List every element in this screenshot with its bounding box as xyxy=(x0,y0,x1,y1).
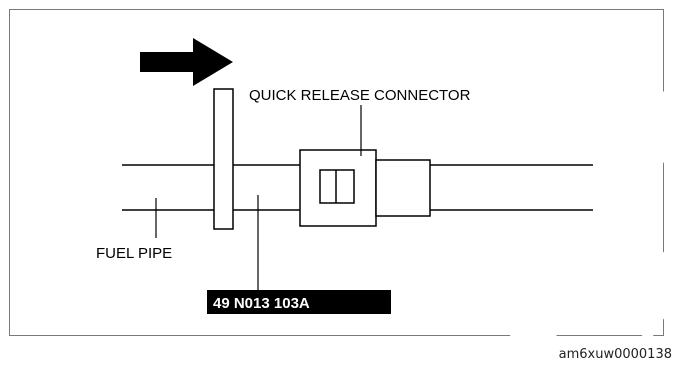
connector-sleeve xyxy=(375,159,431,217)
watermark xyxy=(502,80,678,352)
connector-window xyxy=(319,169,355,204)
part-number-box xyxy=(207,290,391,314)
special-tool-plate xyxy=(213,88,234,230)
fuel-pipe-label: FUEL PIPE xyxy=(96,245,172,262)
arrow-right-icon xyxy=(140,38,233,86)
part-number-text: 49 N013 103A xyxy=(213,295,310,312)
connector-label: QUICK RELEASE CONNECTOR xyxy=(249,87,471,104)
diagram-frame xyxy=(9,9,664,336)
reference-code: am6xuw0000138 xyxy=(558,347,672,362)
